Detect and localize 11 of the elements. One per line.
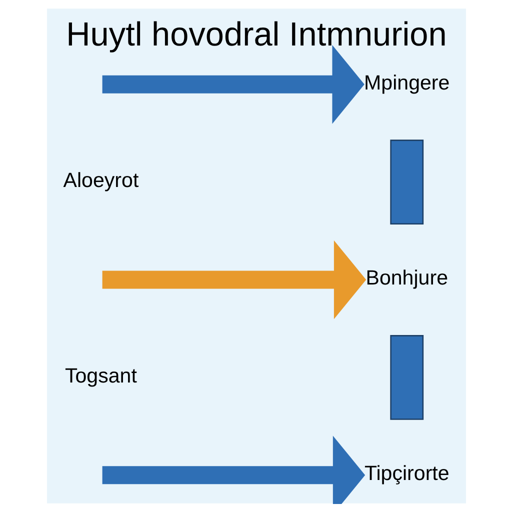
node-text: Bonhjure bbox=[365, 266, 448, 290]
node-bar bbox=[390, 140, 424, 225]
diagram-title: Huytl hovodral Intmnurion bbox=[66, 16, 446, 54]
arrow bbox=[102, 240, 366, 320]
arrow bbox=[102, 436, 365, 504]
arrow bbox=[102, 44, 364, 124]
node-bar bbox=[390, 335, 424, 420]
label: Aloeyrot bbox=[62, 168, 138, 192]
node-text: Mpingere bbox=[364, 71, 450, 94]
label: Togsant bbox=[64, 364, 136, 388]
node-text: Tipçirorte bbox=[364, 462, 449, 486]
